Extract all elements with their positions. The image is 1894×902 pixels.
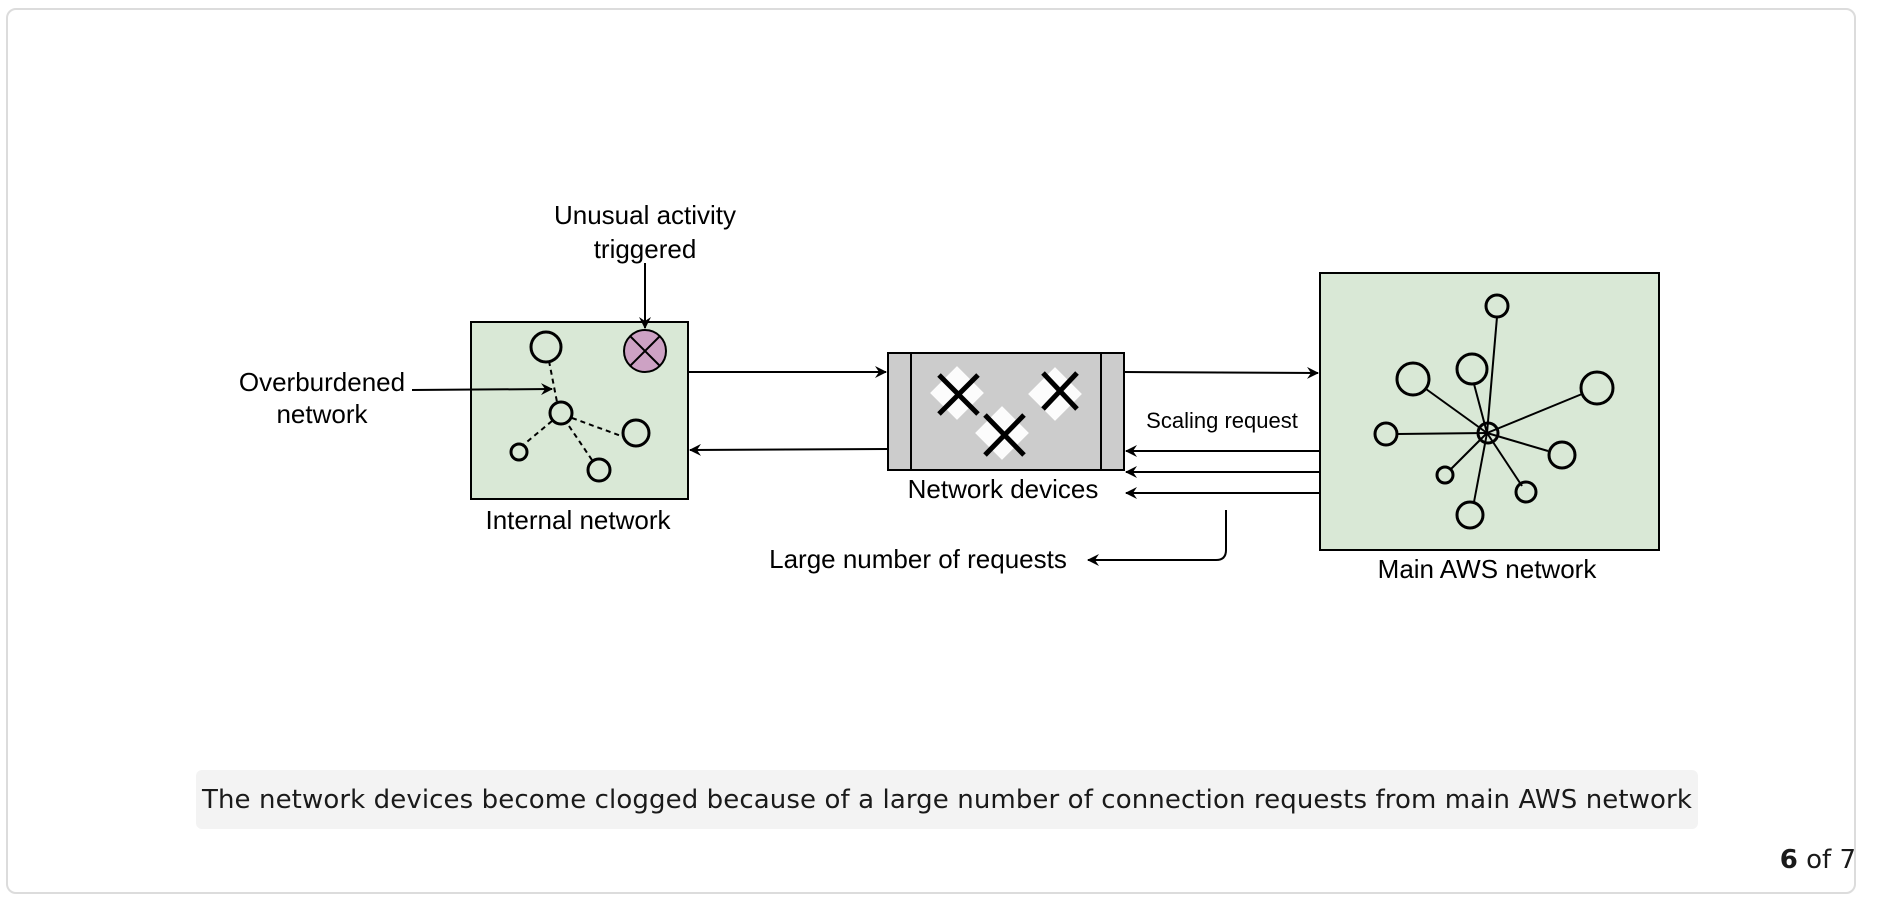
alert-node-icon — [623, 329, 667, 373]
large-requests-label: Large number of requests — [769, 544, 1067, 574]
overburdened-label: Overburdened — [239, 367, 405, 397]
unusual-activity-label-line2: triggered — [594, 234, 697, 264]
internal-network-nodes — [509, 330, 651, 483]
main-aws-network-box — [1319, 272, 1660, 551]
internal-network-label: Internal network — [486, 505, 672, 535]
flow-arrows — [411, 263, 1320, 566]
aws-network-nodes — [1373, 293, 1615, 530]
pager-total: 7 — [1839, 845, 1856, 875]
main-aws-network-label: Main AWS network — [1378, 554, 1598, 584]
device-x-icons — [930, 366, 1082, 460]
unusual-activity-label: Unusual activity — [554, 200, 736, 230]
internal-network-links — [521, 360, 625, 461]
diagram-labels: Unusual activity triggered Overburdened … — [239, 200, 1597, 584]
overburdened-label-line2: network — [276, 399, 368, 429]
pager-current: 6 — [1779, 845, 1798, 875]
slide-caption: The network devices become clogged becau… — [196, 770, 1698, 829]
caption-text: The network devices become clogged becau… — [201, 784, 1692, 815]
aws-network-links — [1395, 316, 1583, 503]
network-devices-label: Network devices — [908, 474, 1099, 504]
slide-pager: 6 of 7 — [1780, 845, 1856, 875]
network-devices-box — [887, 352, 1125, 471]
internal-network-box — [470, 321, 689, 500]
scaling-request-label: Scaling request — [1146, 408, 1298, 433]
pager-separator: of — [1806, 845, 1832, 875]
